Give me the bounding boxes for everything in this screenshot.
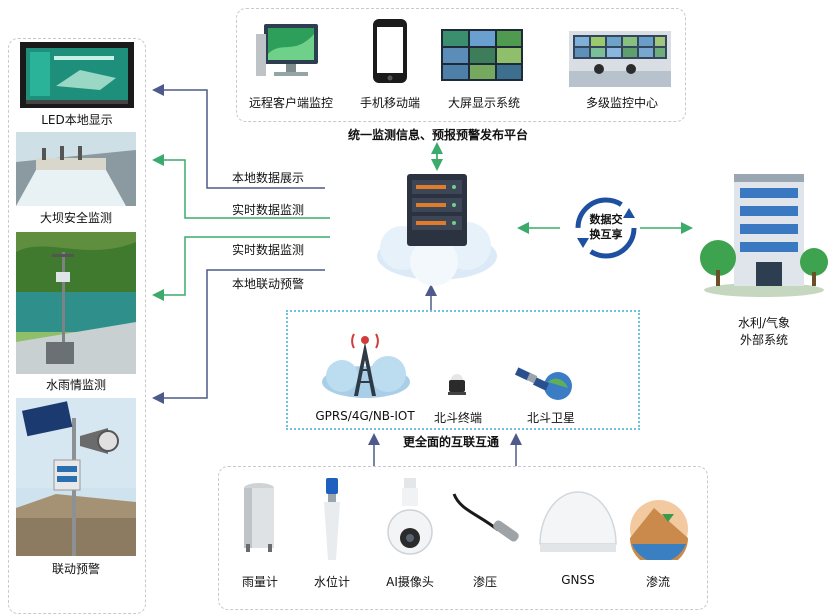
top-item-label-0: 远程客户端监控 [248,96,333,110]
control-room-icon [569,31,671,87]
linkage-alarm-photo [16,398,136,556]
network-caption: 更全面的互联互通 [402,435,499,449]
water-rain-photo [16,232,136,374]
flow-label-0: 本地数据展示 [231,171,304,185]
external-label-2: 外部系统 [739,333,788,347]
top-panel [236,8,686,122]
top-item-label-2: 大屏显示系统 [447,96,520,110]
sensor-label-1: 水位计 [313,575,350,589]
video-wall-icon [441,29,523,81]
water-level-gauge-icon [318,478,346,562]
cloud-server-icon [372,168,502,288]
sensors-panel [218,466,708,610]
sensor-label-2: AI摄像头 [386,575,434,589]
exchange-text-2: 换互享 [589,228,623,241]
seepage-icon [628,498,690,567]
satellite-icon [512,362,574,402]
dam-safety-photo [16,132,136,206]
exchange-text-1: 数据交 [589,213,623,226]
network-label-1: 北斗终端 [433,411,482,425]
flow-line-realtime-1 [152,154,330,219]
piezometer-icon [448,490,522,552]
flow-label-3: 本地联动预警 [231,277,304,291]
flow-label-1: 实时数据监测 [231,203,304,217]
building-icon [696,166,832,298]
platform-title: 统一监测信息、预报预警发布平台 [347,128,528,142]
flow-line-local-display [152,84,325,189]
smartphone-icon [369,17,411,87]
top-item-label-3: 多级监控中心 [585,96,658,110]
top-item-label-1: 手机移动端 [359,96,420,110]
remote-client-icon [254,20,324,84]
data-exchange-icon [573,196,639,260]
flow-label-2: 实时数据监测 [231,243,304,257]
led-display-photo [20,42,134,108]
sensor-label-3: 渗压 [472,575,497,589]
external-label-1: 水利/气象 [737,316,791,330]
network-panel [286,310,640,430]
network-label-2: 北斗卫星 [526,411,575,425]
left-item-label-2: 水雨情监测 [45,378,106,392]
rain-gauge-icon [238,482,280,554]
cell-tower-icon [318,330,412,400]
left-item-label-0: LED本地显示 [41,113,113,127]
beidou-terminal-icon [446,372,468,396]
flow-line-realtime-2 [152,236,330,301]
network-label-0: GPRS/4G/NB-IOT [315,409,415,423]
sensor-label-4: GNSS [561,573,595,587]
dome-camera-icon [384,478,436,558]
flow-line-alarm [152,269,325,404]
sensor-label-0: 雨量计 [241,575,278,589]
sensor-label-5: 渗流 [645,575,670,589]
left-item-label-1: 大坝安全监测 [39,211,112,225]
gnss-antenna-icon [536,482,620,556]
left-panel [8,38,146,614]
left-item-label-3: 联动预警 [51,562,100,576]
